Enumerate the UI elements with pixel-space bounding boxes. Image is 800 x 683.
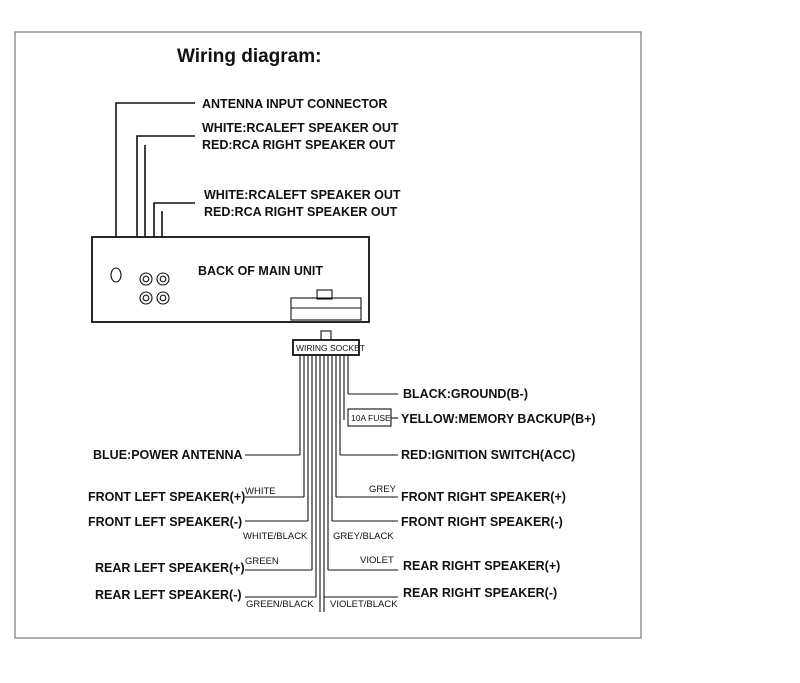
wire-color-grey: GREY <box>369 484 397 495</box>
antenna-leader-line <box>115 102 195 272</box>
memory-backup-label: YELLOW:MEMORY BACKUP(B+) <box>401 412 596 426</box>
power-antenna-label: BLUE:POWER ANTENNA <box>93 448 243 462</box>
antenna-input-label: ANTENNA INPUT CONNECTOR <box>202 97 387 111</box>
wiring-socket-label: WIRING SOCKET <box>296 343 365 353</box>
wire-color-white-black: WHITE/BLACK <box>243 531 308 542</box>
rca1-white-label: WHITE:RCALEFT SPEAKER OUT <box>202 121 399 135</box>
main-unit-back <box>91 236 370 323</box>
rca-jack-icon <box>139 272 170 305</box>
rca2-red-label: RED:RCA RIGHT SPEAKER OUT <box>204 205 398 219</box>
wire-color-violet-black: VIOLET/BLACK <box>330 599 398 610</box>
wire-color-green-black: GREEN/BLACK <box>246 599 314 610</box>
rear-left-pos-label: REAR LEFT SPEAKER(+) <box>95 561 245 575</box>
ignition-switch-label: RED:IGNITION SWITCH(ACC) <box>401 448 575 462</box>
ground-label: BLACK:GROUND(B-) <box>403 387 528 401</box>
rear-left-neg-label: REAR LEFT SPEAKER(-) <box>95 588 242 602</box>
wiring-socket <box>292 339 360 356</box>
socket-tab-icon <box>320 330 332 341</box>
unit-connector-icon <box>290 289 362 321</box>
diagram-frame <box>14 31 642 639</box>
rear-right-pos-label: REAR RIGHT SPEAKER(+) <box>403 559 560 573</box>
front-right-pos-label: FRONT RIGHT SPEAKER(+) <box>401 490 566 504</box>
wire-color-white: WHITE <box>245 486 276 497</box>
front-left-neg-label: FRONT LEFT SPEAKER(-) <box>88 515 242 529</box>
diagram-title: Wiring diagram: <box>177 46 321 67</box>
wire-color-grey-black: GREY/BLACK <box>333 531 394 542</box>
wire-color-green: GREEN <box>245 556 279 567</box>
front-left-pos-label: FRONT LEFT SPEAKER(+) <box>88 490 245 504</box>
rear-right-neg-label: REAR RIGHT SPEAKER(-) <box>403 586 557 600</box>
antenna-socket-icon <box>110 267 122 283</box>
fuse-label: 10A FUSE <box>351 413 391 423</box>
harness-wires <box>299 355 349 612</box>
main-unit-label: BACK OF MAIN UNIT <box>198 264 323 278</box>
front-right-neg-label: FRONT RIGHT SPEAKER(-) <box>401 515 563 529</box>
rca1-leader-line-a <box>136 135 195 275</box>
wire-color-violet: VIOLET <box>360 555 394 566</box>
rca1-red-label: RED:RCA RIGHT SPEAKER OUT <box>202 138 396 152</box>
rca2-white-label: WHITE:RCALEFT SPEAKER OUT <box>204 188 401 202</box>
